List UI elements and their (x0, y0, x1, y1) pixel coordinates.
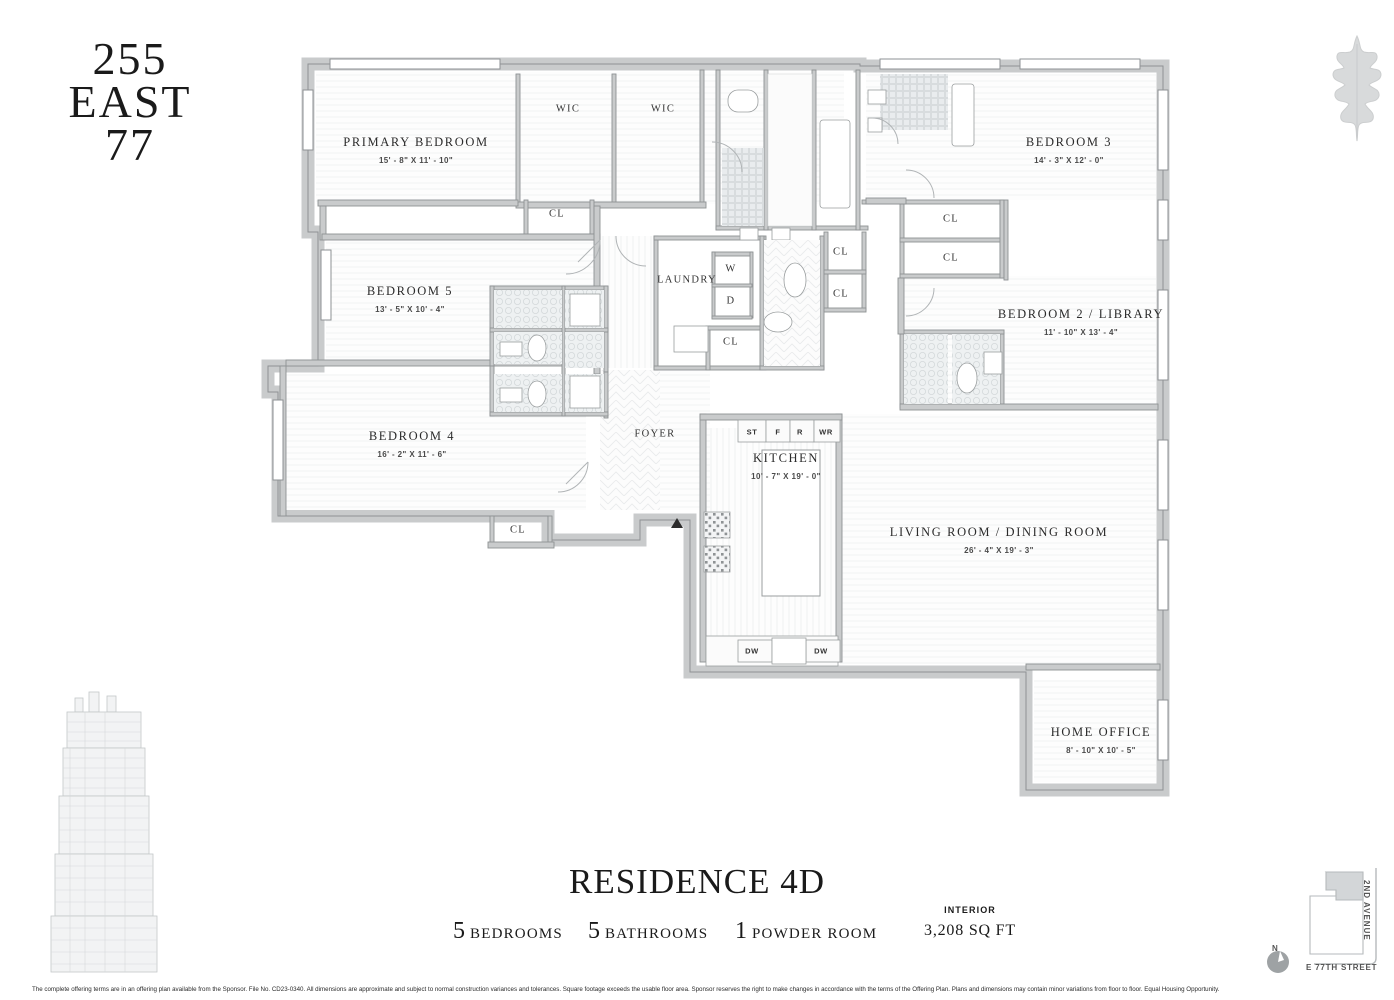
building-tower-illustration (50, 691, 158, 973)
sitemap-avenue-label: 2ND AVENUE (1362, 880, 1371, 941)
door-swings (557, 117, 935, 493)
stat-number: 5 (588, 918, 600, 944)
bathroom-fixtures (494, 73, 1003, 412)
stat-text: POWDER ROOM (752, 926, 878, 942)
oak-leaf-icon (1332, 34, 1382, 142)
stat-bathrooms: 5 BATHROOMS (588, 918, 708, 945)
stat-text: BEDROOMS (470, 926, 563, 942)
kitchen-fixtures (703, 419, 841, 667)
entry-arrow-icon (671, 518, 683, 528)
windows (272, 58, 1169, 761)
interior-value: 3,208 SQ FT (924, 922, 1016, 939)
residence-stats: 5 BEDROOMS 5 BATHROOMS 1 POWDER ROOM (420, 918, 1020, 952)
stat-powder-room: 1 POWDER ROOM (735, 918, 877, 945)
interior-partitions (279, 69, 1161, 671)
site-map (1267, 868, 1377, 973)
stat-number: 1 (735, 918, 747, 944)
sitemap-street-label: E 77TH STREET (1306, 963, 1378, 972)
stat-text: BATHROOMS (605, 926, 709, 942)
brand-line-2: EAST (68, 75, 192, 127)
brand-line-1: 255 (92, 33, 168, 84)
brand-line-3: 77 (105, 118, 155, 170)
floor-plan-drawing (261, 57, 1170, 797)
interior-label: INTERIOR (944, 905, 996, 915)
residence-title: RESIDENCE 4D (568, 862, 826, 901)
sitemap-north-label: N (1272, 944, 1278, 953)
stat-bedrooms: 5 BEDROOMS (453, 918, 563, 945)
brand-logo: 255 EAST 77 (40, 33, 220, 170)
interior-area-block: INTERIOR 3,208 SQ FT (880, 905, 1060, 940)
stat-number: 5 (453, 918, 465, 944)
legal-disclaimer: The complete offering terms are in an of… (32, 986, 1220, 993)
